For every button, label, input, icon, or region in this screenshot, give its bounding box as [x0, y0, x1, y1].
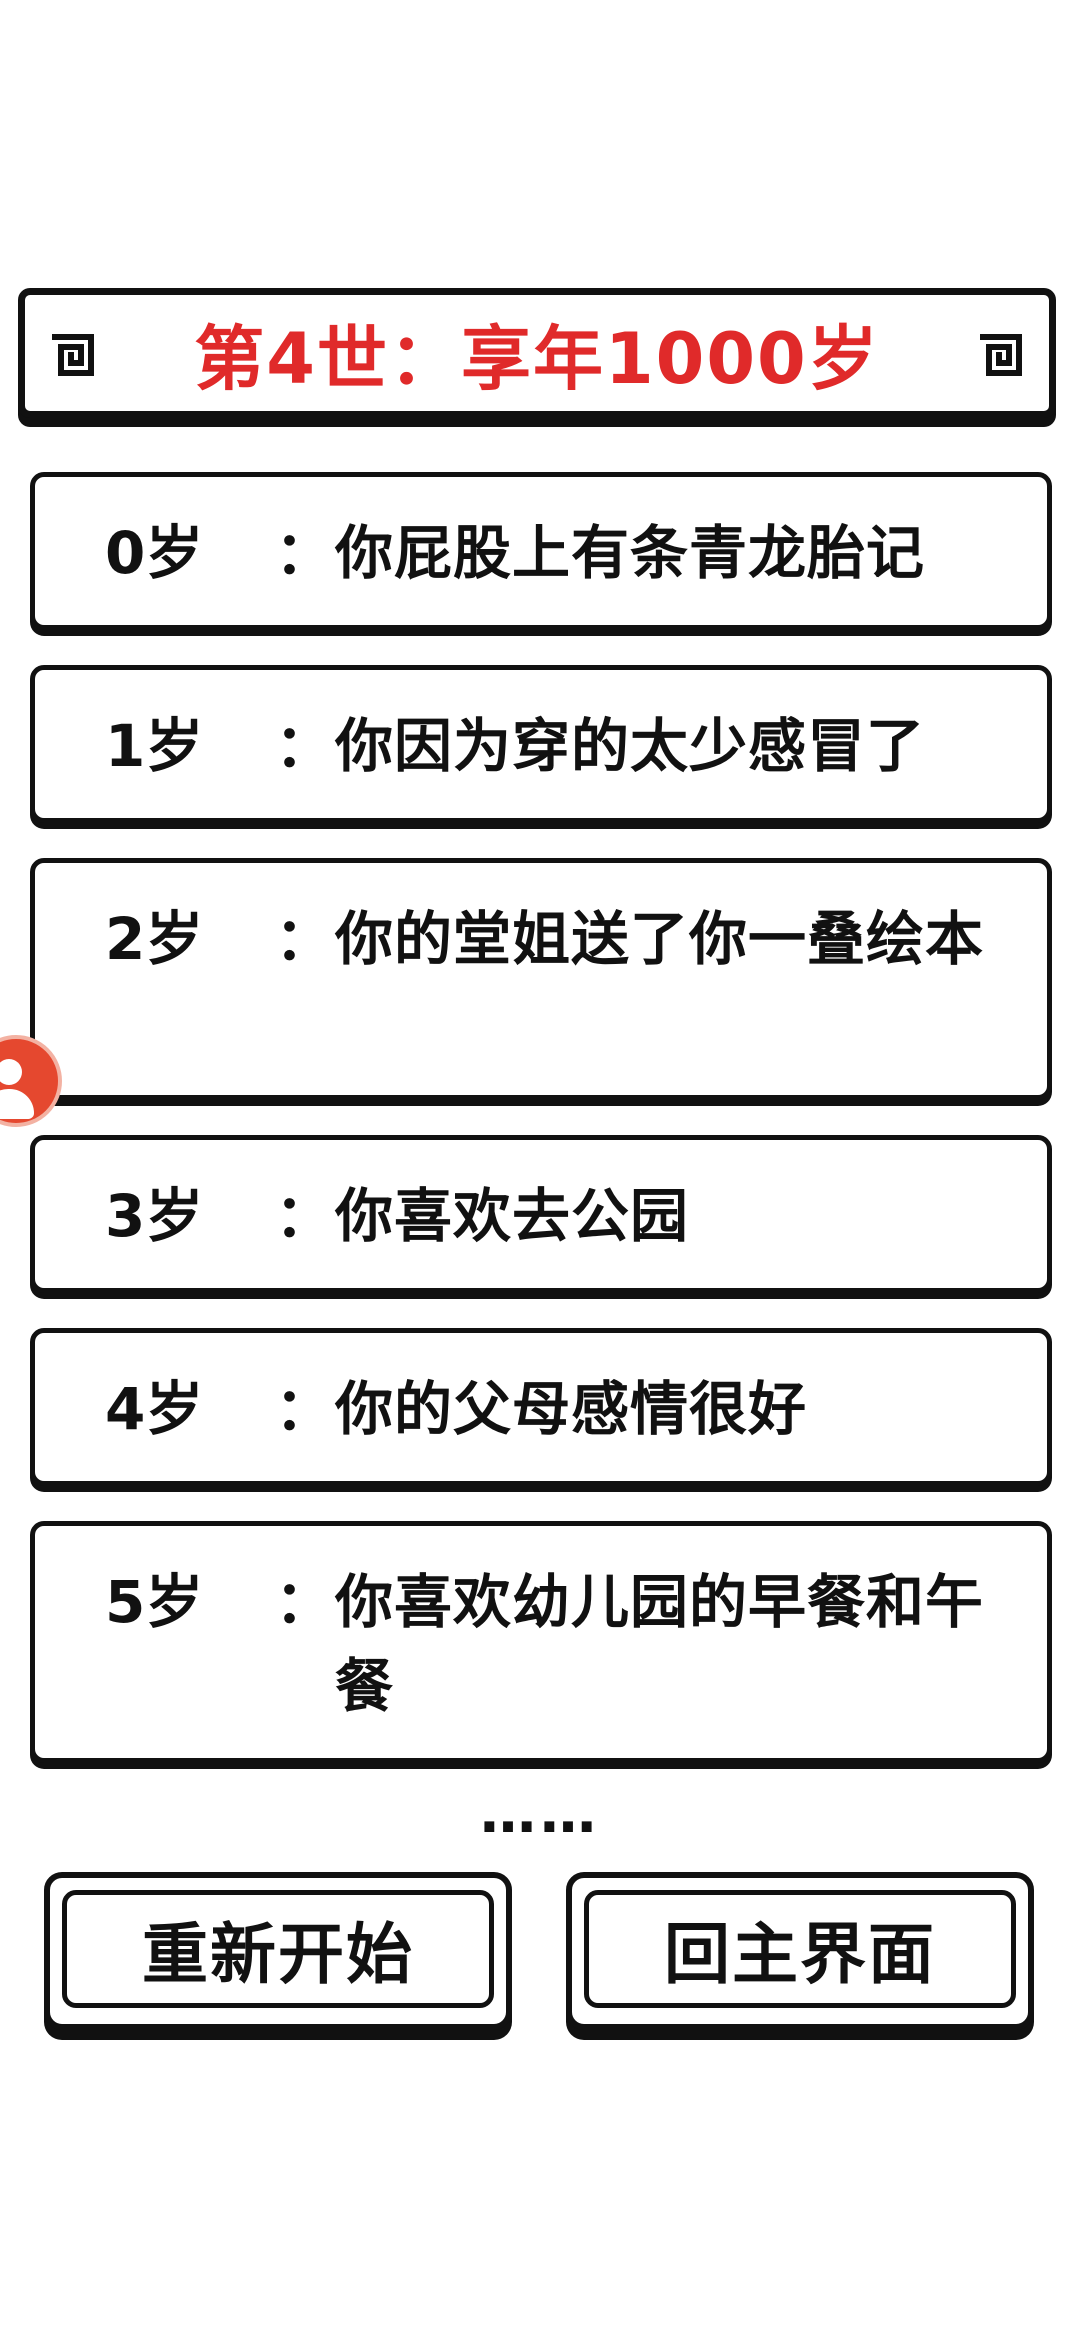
life-event-card: 2岁 ： 你的堂姐送了你一叠绘本	[30, 858, 1052, 1100]
event-text: 你因为穿的太少感冒了	[335, 712, 926, 780]
event-text: 你喜欢幼儿园的早餐和午餐	[335, 1568, 985, 1720]
age-label: 2岁	[105, 905, 204, 973]
main-menu-button[interactable]: 回主界面	[566, 1872, 1034, 2030]
age-label: 1岁	[105, 712, 204, 780]
avatar-head	[0, 1059, 22, 1085]
life-event-card: 0岁 ： 你屁股上有条青龙胎记	[30, 472, 1052, 630]
separator: ：	[275, 519, 334, 587]
avatar-body	[0, 1089, 34, 1119]
event-text: 你的堂姐送了你一叠绘本	[335, 905, 985, 973]
restart-button-label: 重新开始	[62, 1890, 494, 2008]
separator: ：	[275, 905, 334, 973]
separator: ：	[275, 1568, 334, 1636]
spiral-ornament-icon	[980, 334, 1022, 376]
lifetime-title: 第4世：享年1000岁	[194, 317, 880, 400]
event-text: 你喜欢去公园	[335, 1182, 690, 1250]
restart-button[interactable]: 重新开始	[44, 1872, 512, 2030]
age-label: 5岁	[105, 1568, 204, 1636]
life-event-card: 3岁 ： 你喜欢去公园	[30, 1135, 1052, 1293]
age-label: 0岁	[105, 519, 204, 587]
separator: ：	[275, 1375, 334, 1443]
event-text: 你的父母感情很好	[335, 1375, 808, 1443]
separator: ：	[275, 712, 334, 780]
more-ellipsis: ……	[480, 1781, 600, 1846]
age-label: 4岁	[105, 1375, 204, 1443]
life-event-card: 5岁 ： 你喜欢幼儿园的早餐和午餐	[30, 1521, 1052, 1763]
separator: ：	[275, 1182, 334, 1250]
lifetime-title-banner: 第4世：享年1000岁	[18, 288, 1056, 418]
event-text: 你屁股上有条青龙胎记	[335, 519, 926, 587]
life-event-card: 1岁 ： 你因为穿的太少感冒了	[30, 665, 1052, 823]
main-menu-button-label: 回主界面	[584, 1890, 1016, 2008]
life-event-card: 4岁 ： 你的父母感情很好	[30, 1328, 1052, 1486]
spiral-ornament-icon	[52, 334, 94, 376]
age-label: 3岁	[105, 1182, 204, 1250]
